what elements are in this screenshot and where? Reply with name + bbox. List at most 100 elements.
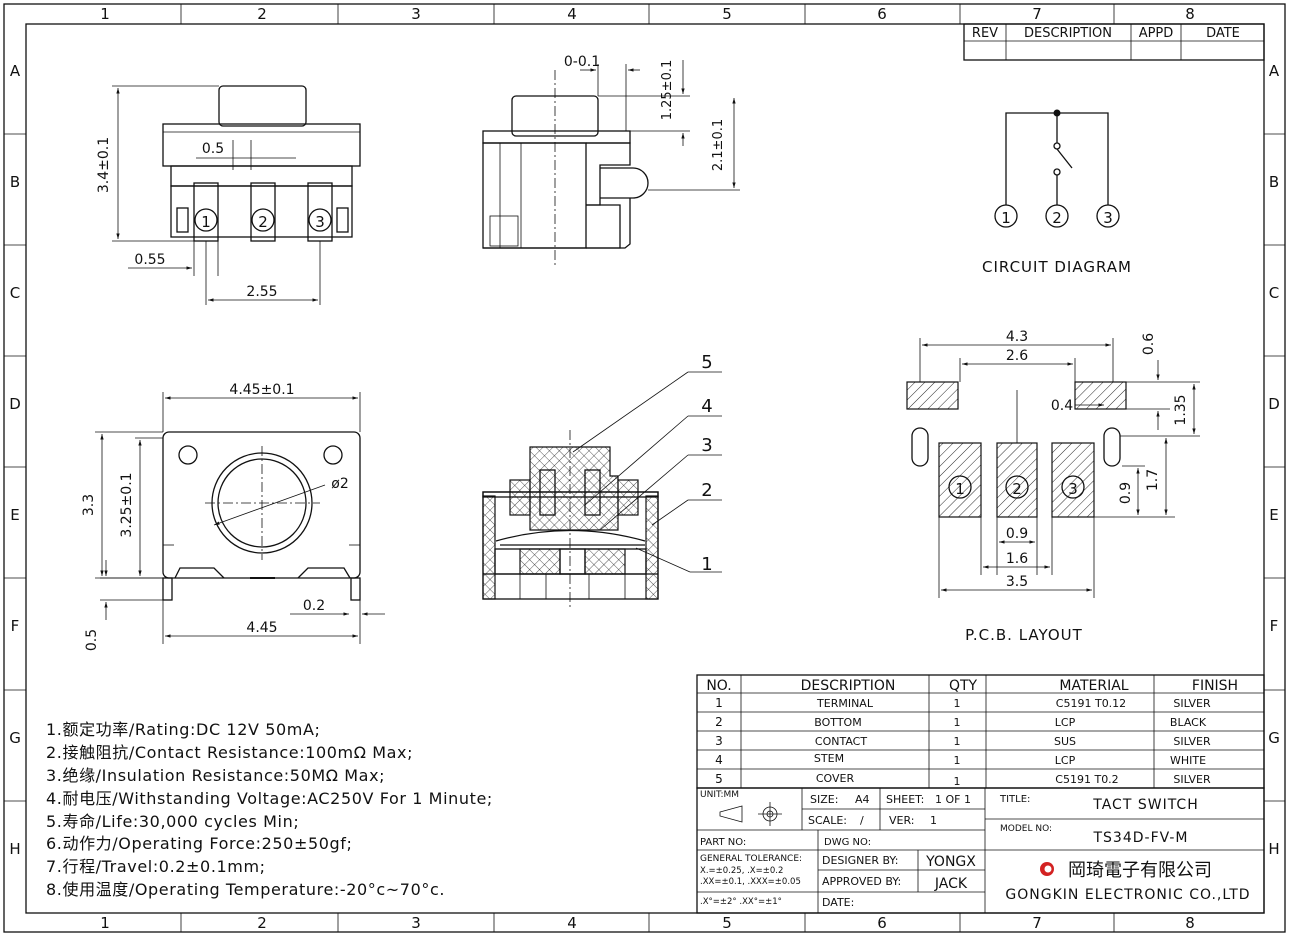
dim-body: 2.1±0.1 xyxy=(711,119,726,171)
col-label: 7 xyxy=(1032,914,1042,932)
pcb-dim-inner: 2.6 xyxy=(1006,348,1028,364)
part-no-label: PART NO: xyxy=(700,837,746,848)
row-label: E xyxy=(10,506,19,524)
designer-value: YONGX xyxy=(925,854,976,870)
col-label: 2 xyxy=(257,5,267,23)
row-label: G xyxy=(1268,729,1280,747)
pin-label: 2 xyxy=(258,213,268,231)
dim-lead: 0.55 xyxy=(134,252,165,268)
row-label: B xyxy=(1269,173,1279,191)
row-label: D xyxy=(1268,395,1280,413)
model-value: TS34D-FV-M xyxy=(1092,830,1188,846)
circuit-diagram: 1 2 3 CIRCUIT DIAGRAM xyxy=(982,109,1132,276)
spec-note: 8.使用温度/Operating Temperature:-20°c~70°c. xyxy=(46,880,445,899)
section-view: 5 4 3 2 1 xyxy=(482,352,722,610)
stem-section xyxy=(529,446,619,531)
pcb-dim-gap: 0.4 xyxy=(1051,398,1073,414)
spec-notes: 1.额定功率/Rating:DC 12V 50mA; 2.接触阻抗/Contac… xyxy=(46,720,493,899)
sheet-value: 1 OF 1 xyxy=(935,793,971,806)
appd-header: APPD xyxy=(1139,26,1174,41)
pcb-dim-35: 3.5 xyxy=(1006,574,1028,590)
bom-header-description: DESCRIPTION xyxy=(801,678,896,694)
projection-cone-icon xyxy=(719,805,743,823)
pcb-caption: P.C.B. LAYOUT xyxy=(965,626,1083,644)
col-label: 1 xyxy=(100,914,110,932)
circuit-pin: 2 xyxy=(1052,209,1062,227)
pcb-pad-label: 2 xyxy=(1012,480,1022,498)
front-view: 1 2 3 3.4±0.1 0.5 0.55 2.55 xyxy=(96,85,361,305)
bom-cell: CONTACT xyxy=(815,735,867,748)
bom-cell: COVER xyxy=(816,772,855,785)
dim-height-inner: 3.25±0.1 xyxy=(119,472,135,537)
side-view: 0-0.1 1.25±0.1 2.1±0.1 xyxy=(482,54,740,265)
spec-note: 5.寿命/Life:30,000 cycles Min; xyxy=(46,812,299,831)
row-label: E xyxy=(1269,506,1278,524)
bom-table: NO. DESCRIPTION QTY MATERIAL FINISH 1 TE… xyxy=(696,674,1265,789)
title-label: TITLE: xyxy=(999,794,1030,805)
approved-value: JACK xyxy=(934,876,968,892)
dim-width-bottom: 4.45 xyxy=(246,620,277,636)
circuit-caption: CIRCUIT DIAGRAM xyxy=(982,258,1132,276)
ver-label: VER: xyxy=(889,814,915,827)
row-label: C xyxy=(1269,284,1279,302)
bom-cell: SILVER xyxy=(1173,735,1211,748)
row-label: B xyxy=(10,173,20,191)
spec-note: 3.绝缘/Insulation Resistance:50MΩ Max; xyxy=(46,766,385,785)
col-label: 8 xyxy=(1185,5,1195,23)
approved-label: APPROVED BY: xyxy=(822,875,901,888)
pcb-pad xyxy=(996,442,1038,518)
col-label: 4 xyxy=(567,914,577,932)
bom-header-material: MATERIAL xyxy=(1059,678,1128,694)
title-block: UNIT:MM SIZE: A4 SHEET: 1 OF 1 SCALE: / … xyxy=(696,787,1265,914)
spec-note: 4.耐电压/Withstanding Voltage:AC250V For 1 … xyxy=(46,789,493,808)
row-label: C xyxy=(10,284,20,302)
company-name-en: GONGKIN ELECTRONIC CO.,LTD xyxy=(1005,887,1250,903)
pcb-slot xyxy=(911,427,929,467)
row-label: H xyxy=(9,840,20,858)
col-label: 8 xyxy=(1185,914,1195,932)
pcb-pad-label: 1 xyxy=(955,480,965,498)
callout-5: 5 xyxy=(701,352,712,373)
company-name-cn: 岡琦電子有限公司 xyxy=(1068,860,1212,881)
tolerance-line: X.=±0.25, .X=±0.2 xyxy=(700,866,783,876)
bom-cell: WHITE xyxy=(1170,754,1206,767)
bom-cell: SILVER xyxy=(1173,773,1211,786)
sheet-border: 1 2 3 4 5 6 7 8 1 2 3 4 5 6 7 8 A B C D … xyxy=(3,3,1286,933)
dim-height-outer: 3.3 xyxy=(81,494,97,516)
col-label: 1 xyxy=(100,5,110,23)
bom-cell: STEM xyxy=(814,752,844,765)
pin-label: 3 xyxy=(315,213,325,231)
col-label: 6 xyxy=(877,914,887,932)
bom-cell: C5191 T0.2 xyxy=(1055,773,1118,786)
pcb-dim-outer: 4.3 xyxy=(1006,329,1028,345)
pcb-dim-09-h: 0.9 xyxy=(1006,526,1028,542)
bom-cell: C5191 T0.12 xyxy=(1056,697,1126,710)
col-label: 3 xyxy=(411,914,421,932)
bom-cell: 1 xyxy=(954,754,961,767)
row-label: F xyxy=(11,617,20,635)
pcb-pad xyxy=(1051,442,1095,518)
bom-cell: SUS xyxy=(1054,735,1076,748)
scale-label: SCALE: xyxy=(808,814,847,827)
dim-plunger: 1.25±0.1 xyxy=(660,60,675,121)
dim-span: 2.55 xyxy=(246,284,277,300)
designer-label: DESIGNER BY: xyxy=(822,854,898,867)
row-label: D xyxy=(9,395,21,413)
col-label: 5 xyxy=(722,5,732,23)
bom-cell: 1 xyxy=(715,696,723,710)
bom-cell: BLACK xyxy=(1170,716,1207,729)
pcb-dim-09-v: 0.9 xyxy=(1118,482,1134,504)
row-label: F xyxy=(1270,617,1279,635)
tolerance-header: GENERAL TOLERANCE: xyxy=(700,854,802,864)
pcb-slot xyxy=(1103,427,1121,467)
dim-width-top: 4.45±0.1 xyxy=(229,382,294,398)
unit-label: UNIT:MM xyxy=(700,790,739,800)
size-value: A4 xyxy=(855,793,870,806)
pcb-layout: 1 2 3 4.3 2.6 0.6 0.4 1.35 1.7 0.9 0.9 xyxy=(906,329,1200,644)
bom-cell: 2 xyxy=(715,715,723,729)
spec-note: 2.接触阻抗/Contact Resistance:100mΩ Max; xyxy=(46,743,413,762)
spec-note: 7.行程/Travel:0.2±0.1mm; xyxy=(46,857,266,876)
title-value: TACT SWITCH xyxy=(1092,797,1198,813)
dim-diameter: ø2 xyxy=(331,476,348,492)
bom-cell: LCP xyxy=(1055,754,1076,767)
